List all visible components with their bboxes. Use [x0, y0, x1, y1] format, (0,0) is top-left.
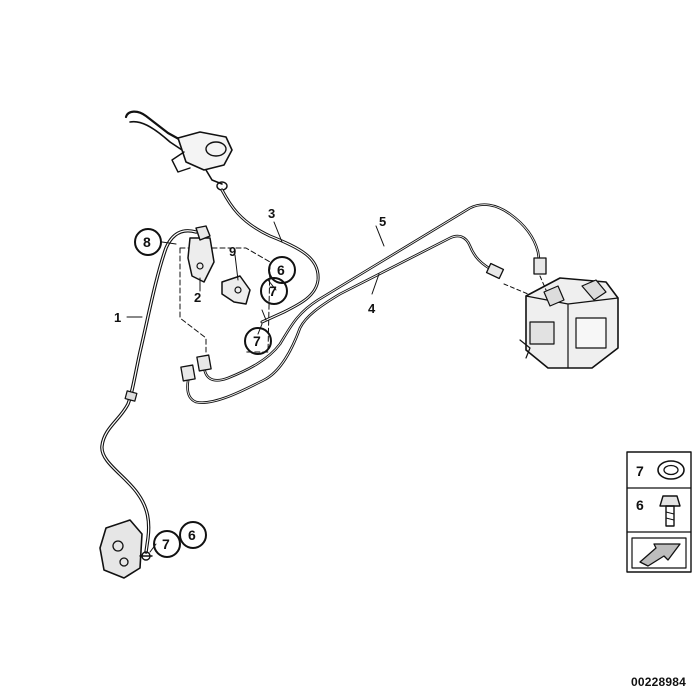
- callout-circles: [134, 228, 296, 558]
- handlebar-lever-assembly: [124, 110, 233, 191]
- part-label-5: 5: [379, 214, 386, 229]
- bracket-group: [179, 225, 271, 353]
- parts-legend: [626, 451, 692, 573]
- brake-lines-4-5: [180, 203, 547, 404]
- part-label-1: 1: [114, 310, 121, 325]
- part-label-4: 4: [368, 301, 376, 316]
- brake-line-1: [100, 229, 198, 554]
- legend-number-7: 7: [636, 463, 644, 479]
- part-label-2: 2: [194, 290, 201, 305]
- callout-8: 8: [143, 234, 151, 250]
- callout-6-lower: 6: [188, 527, 196, 543]
- legend-number-6: 6: [636, 497, 644, 513]
- part-label-9: 9: [229, 244, 236, 259]
- abs-modulator: [503, 275, 619, 369]
- part-label-3: 3: [268, 206, 275, 221]
- callout-7-middle: 7: [253, 333, 261, 349]
- document-number: 00228984: [631, 675, 686, 689]
- callout-7-lower: 7: [162, 536, 170, 552]
- callout-6-upper: 6: [277, 262, 285, 278]
- front-caliper: [99, 519, 153, 579]
- leader-lines: [126, 221, 385, 553]
- callout-7-upper: 7: [269, 283, 277, 299]
